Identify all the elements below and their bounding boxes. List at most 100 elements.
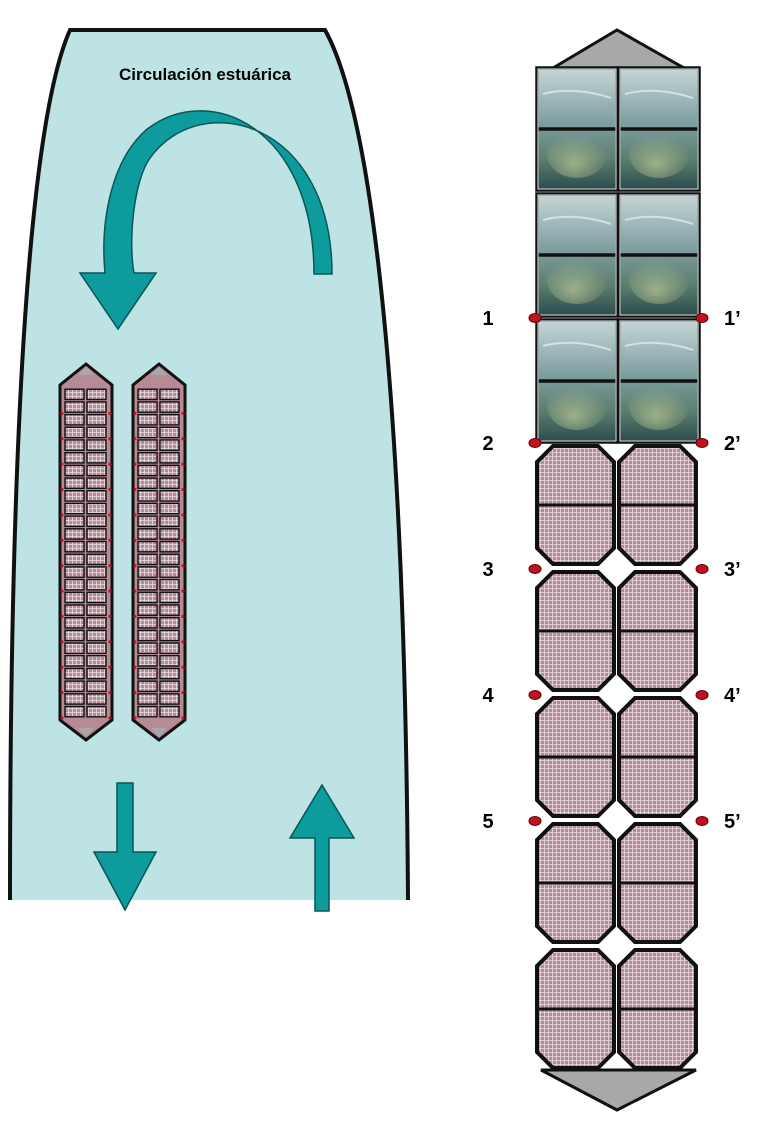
strip-cell	[64, 477, 85, 490]
raft-module-4	[535, 444, 698, 566]
photo-frame	[619, 194, 699, 316]
strip-cell	[137, 693, 158, 705]
strip-cell	[137, 477, 158, 490]
photo-glare	[547, 130, 607, 178]
raft-strip-right	[131, 362, 187, 742]
strip-marker-dot	[181, 487, 185, 492]
strip-marker-dot	[181, 665, 185, 669]
marker-left-dot	[528, 816, 542, 826]
strip-marker-dot	[108, 589, 112, 593]
strip-cell	[86, 388, 107, 401]
marker-left-label: 2	[482, 433, 493, 455]
strip-marker-dot	[60, 487, 64, 492]
photo-glare	[547, 382, 607, 430]
estuary-shore	[8, 28, 410, 901]
strip-cell	[86, 566, 107, 578]
strip-cell	[64, 616, 85, 629]
strip-cell	[159, 591, 180, 604]
raft-strip-right-cap-top	[151, 367, 167, 375]
strip-marker-dot	[133, 589, 137, 593]
strip-cell	[86, 401, 107, 413]
strip-cell	[137, 642, 158, 655]
marker-right-dot	[695, 816, 709, 826]
strip-cell	[137, 528, 158, 540]
photo-glare	[547, 256, 607, 304]
photo-frame	[619, 320, 699, 442]
strip-marker-dot	[133, 437, 137, 441]
estuary-title: Circulación estuárica	[119, 65, 292, 84]
strip-cell	[159, 426, 180, 439]
strip-marker-dot	[60, 538, 64, 542]
strip-marker-dot	[133, 691, 137, 695]
strip-cell	[86, 693, 107, 705]
strip-cell	[64, 528, 85, 540]
strip-marker-dot	[108, 487, 112, 492]
strip-cell	[64, 591, 85, 604]
strip-cell	[137, 566, 158, 578]
strip-cell	[137, 540, 158, 553]
strip-cell	[137, 426, 158, 439]
strip-cell	[64, 667, 85, 680]
strip-cell	[86, 477, 107, 490]
strip-cell	[64, 502, 85, 515]
strip-cell	[159, 439, 180, 451]
photo-frame	[537, 320, 617, 442]
photo-glare	[629, 130, 689, 178]
strip-cell	[159, 553, 180, 566]
strip-marker-dot	[133, 716, 137, 720]
photo-ripple	[542, 89, 612, 99]
strip-cell	[159, 566, 180, 578]
strip-marker-dot	[108, 665, 112, 669]
photo-glare	[629, 382, 689, 430]
strip-marker-dot	[108, 411, 112, 415]
raft-top-triangle	[547, 28, 690, 70]
strip-cell	[86, 553, 107, 566]
strip-cell	[159, 515, 180, 528]
circulation-curved-arrow	[78, 110, 333, 331]
strip-cell	[159, 705, 180, 718]
strip-cell	[137, 553, 158, 566]
strip-marker-dot	[108, 691, 112, 695]
strip-cell	[137, 667, 158, 680]
strip-cell	[86, 451, 107, 464]
strip-marker-dot	[133, 462, 137, 466]
strip-cell	[64, 388, 85, 401]
strip-marker-dot	[181, 538, 185, 542]
strip-marker-dot	[108, 640, 112, 644]
strip-marker-dot	[133, 487, 137, 492]
raft-modules	[535, 66, 701, 1070]
marker-right-label: 2’	[724, 433, 741, 455]
strip-cell	[159, 693, 180, 705]
photo-ripple	[624, 215, 694, 225]
strip-cell	[137, 515, 158, 528]
strip-cell	[86, 680, 107, 693]
marker-right-label: 1’	[724, 308, 741, 330]
strip-cell	[86, 616, 107, 629]
strip-cell	[137, 591, 158, 604]
raft-module-7	[535, 822, 698, 944]
strip-cell	[86, 426, 107, 439]
strip-marker-dot	[133, 411, 137, 415]
strip-cell	[86, 490, 107, 502]
strip-cell	[137, 629, 158, 642]
raft-bottom-triangle	[540, 1068, 697, 1112]
strip-cell	[64, 413, 85, 426]
strip-marker-dot	[108, 513, 112, 517]
strip-cell	[64, 705, 85, 718]
strip-cell	[159, 464, 180, 477]
strip-cell	[64, 693, 85, 705]
strip-marker-dot	[108, 462, 112, 466]
strip-marker-dot	[60, 513, 64, 517]
strip-cell	[64, 439, 85, 451]
strip-marker-dot	[181, 716, 185, 720]
strip-cell	[137, 490, 158, 502]
raft-strip-right-cap-bottom	[151, 728, 167, 737]
photo-ripple	[624, 341, 694, 351]
strip-cell	[137, 604, 158, 616]
marker-left-dot	[528, 564, 542, 574]
strip-cell	[86, 439, 107, 451]
photo-frame	[619, 68, 699, 190]
